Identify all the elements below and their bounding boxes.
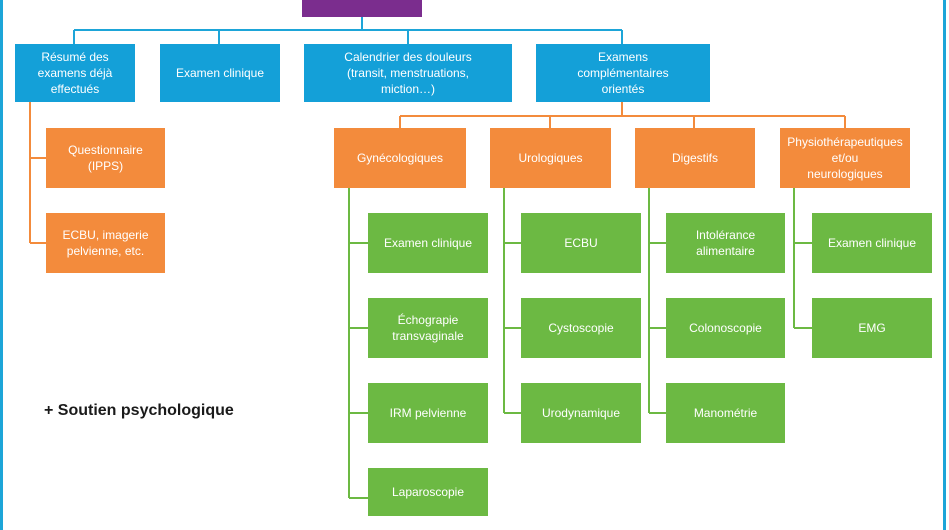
node-gynecologiques: Gynécologiques (334, 128, 466, 188)
node-questionnaire: Questionnaire (IPPS) (46, 128, 165, 188)
physio-item: EMG (812, 298, 932, 358)
digestif-item: Intolérance alimentaire (666, 213, 785, 273)
soutien-psychologique-note: + Soutien psychologique (44, 402, 234, 419)
connector-lines (29, 17, 846, 499)
node-urologiques: Urologiques (490, 128, 611, 188)
node-examens-complementaires: Examens complémentaires orientés (536, 44, 710, 102)
gyneco-item: IRM pelvienne (368, 383, 488, 443)
uro-item: Urodynamique (521, 383, 641, 443)
uro-item: ECBU (521, 213, 641, 273)
node-ecbu-imagerie: ECBU, imagerie pelvienne, etc. (46, 213, 165, 273)
node-calendrier-douleurs: Calendrier des douleurs (transit, menstr… (304, 44, 512, 102)
node-examen-clinique: Examen clinique (160, 44, 280, 102)
gyneco-item: Échograpie transvaginale (368, 298, 488, 358)
node-digestifs: Digestifs (635, 128, 755, 188)
physio-item: Examen clinique (812, 213, 932, 273)
digestif-item: Manométrie (666, 383, 785, 443)
node-physiotherapeutiques: Physiothérapeutiques et/ou neurologiques (780, 128, 910, 188)
node-resume-examens: Résumé des examens déjà effectués (15, 44, 135, 102)
gyneco-item: Examen clinique (368, 213, 488, 273)
digestif-item: Colonoscopie (666, 298, 785, 358)
gyneco-item: Laparoscopie (368, 468, 488, 516)
uro-item: Cystoscopie (521, 298, 641, 358)
root-node (302, 0, 422, 17)
